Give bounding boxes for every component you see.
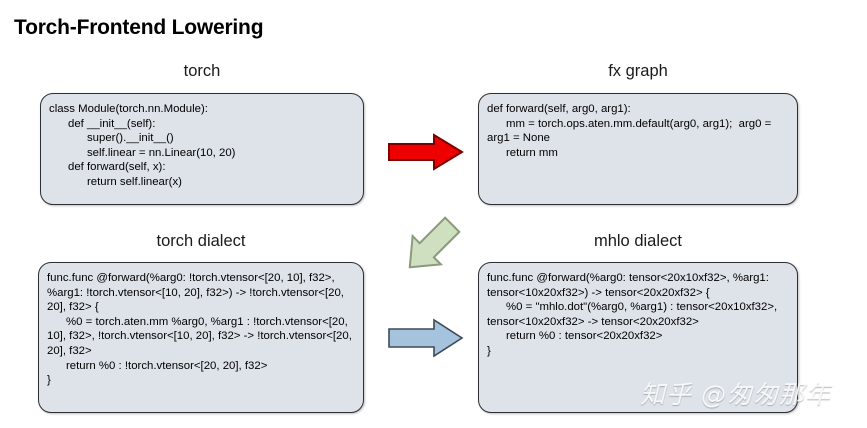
code-box-torch: class Module(torch.nn.Module): def __ini… (40, 93, 364, 205)
code-text-torch: class Module(torch.nn.Module): def __ini… (49, 103, 236, 188)
code-text-mhlo-dialect: func.func @forward(%arg0: tensor<20x10xf… (487, 272, 778, 357)
code-box-torch-dialect: func.func @forward(%arg0: !torch.vtensor… (38, 262, 364, 413)
panel-label-fx-graph: fx graph (608, 62, 668, 80)
arrow-right-icon-torch-dialect-to-mhlo (388, 318, 464, 358)
code-text-torch-dialect: func.func @forward(%arg0: !torch.vtensor… (47, 272, 352, 387)
panel-label-torch: torch (183, 62, 221, 80)
code-box-mhlo-dialect: func.func @forward(%arg0: tensor<20x10xf… (478, 262, 798, 413)
panel-label-mhlo-dialect: mhlo dialect (593, 232, 683, 250)
panel-label-torch-dialect: torch dialect (156, 232, 246, 250)
code-text-fx-graph: def forward(self, arg0, arg1): mm = torc… (487, 103, 772, 159)
code-box-fx-graph: def forward(self, arg0, arg1): mm = torc… (478, 93, 798, 205)
arrow-right-icon-torch-to-fx (388, 133, 464, 171)
arrow-down-left-icon-fx-to-torch-dialect (408, 216, 461, 269)
page-title: Torch-Frontend Lowering (14, 16, 264, 39)
